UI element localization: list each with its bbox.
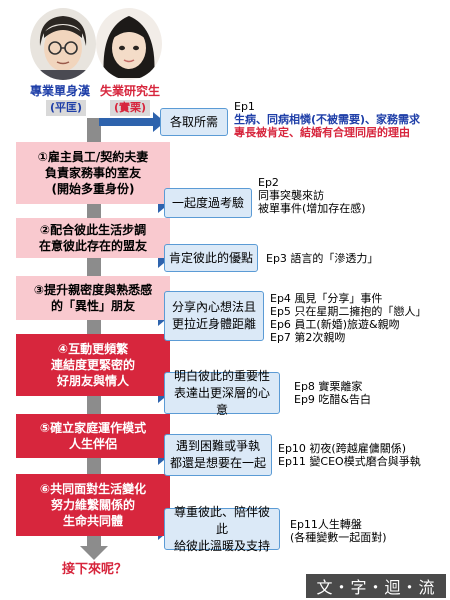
stage-3-line: ③提升親密度與熟悉感 [33,283,153,297]
action-6-line: 遇到困難或爭執 [175,439,260,453]
spine-segment [87,458,101,474]
action-box-7: 尊重彼此、陪伴彼此 給彼此溫暖及支持 [164,505,280,553]
stage-3-line: 的「異性」朋友 [50,299,135,313]
spine-segment [87,258,101,276]
action-box-6: 遇到困難或爭執 都還是想要在一起 [164,434,272,476]
action-7-line: 給彼此溫暖及支持 [173,538,270,553]
action-2-text: 一起度過考驗 [171,195,244,210]
stage-5-line: 人生伴侶 [68,437,117,451]
episode-events: 同事突襲來訪 [258,189,324,202]
stage-5-line: ⑤確立家庭運作模式 [39,421,147,435]
stage-4-box: ④互動更頻繁 連結度更緊密的 好朋友與情人 [16,334,170,396]
episode-label: Ep1 [234,100,255,113]
stage-6-line: 努力維繫關係的 [50,498,135,512]
woman-avatar [96,8,162,80]
closing-question: 接下來呢？ [62,562,128,577]
action-3-text: 肯定彼此的優點 [169,250,254,265]
man-avatar [30,8,96,80]
action-box-4: 分享內心想法且 更拉近身體距離 [164,291,264,341]
spine-segment [87,320,101,334]
episode-events: Ep11 變CEO模式磨合與爭執 [278,455,421,468]
left-role-title: 專業單身漢 [29,84,90,98]
action-box-5: 明白彼此的重要性 表達出更深層的心意 [164,369,280,417]
stage-1-line: (開始多重身份) [51,182,135,196]
stage-1-box: ①雇主員工/契約夫妻 負責家務事的室友 (開始多重身份) [16,142,170,204]
stage-4-line: ④互動更頻繁 [57,342,129,356]
action-1-text: 各取所需 [169,114,218,129]
action-7-line: 尊重彼此、陪伴彼此 [173,504,270,536]
episode-note-4: Ep4 風見「分享」事件 Ep5 只在星期二擁抱的「戀人」 Ep6 員工(新婚)… [270,292,426,344]
action-5-line: 表達出更深層的心意 [173,385,270,417]
stage-6-box: ⑥共同面對生活變化 努力維繫關係的 生命共同體 [16,474,170,536]
episode-note-5: Ep8 實栗離家 Ep9 吃醋&告白 [294,380,371,406]
episode-events: 被單事件(增加存在感) [258,202,366,215]
stage-2-line: 在意彼此存在的盟友 [38,239,147,253]
stage-2-box: ②配合彼此生活步調 在意彼此存在的盟友 [16,218,170,258]
episode-events: Ep11人生轉盤 [290,518,362,531]
right-name-tag: (實栗) [110,100,150,116]
action-box-3: 肯定彼此的優點 [164,244,258,272]
spine-segment [87,204,101,218]
action-6-line: 都還是想要在一起 [169,456,266,470]
episode-events: Ep3 語言的「滲透力」 [266,252,379,265]
episode-events: 生病、同病相憐(不被需要)、家務需求 [234,113,421,126]
action-box-1: 各取所需 [160,108,228,136]
episode-note-2: Ep2 同事突襲來訪 被單事件(增加存在感) [258,176,366,215]
stage-6-line: 生命共同體 [62,514,123,528]
episode-note-6: Ep10 初夜(跨越雇傭關係) Ep11 變CEO模式磨合與爭執 [278,442,421,468]
right-role-title: 失業研究生 [99,84,160,98]
action-box-2: 一起度過考驗 [164,188,252,218]
stage-4-line: 連結度更緊密的 [50,358,135,372]
stage-6-line: ⑥共同面對生活變化 [39,482,147,496]
stage-1-line: 負責家務事的室友 [44,166,141,180]
episode-events: Ep6 員工(新婚)旅遊&親吻 [270,318,400,331]
spine-segment [87,536,101,548]
down-arrow-icon [80,546,108,560]
episode-events: 專長被肯定、結婚有合理同居的理由 [234,126,410,139]
episode-events: Ep7 第2次親吻 [270,331,346,344]
watermark-logo: 文・字・迴・流 [306,574,446,598]
action-5-line: 明白彼此的重要性 [173,368,270,383]
action-4-line: 更拉近身體距離 [171,317,256,331]
episode-events: Ep5 只在星期二擁抱的「戀人」 [270,305,427,318]
episode-events: Ep10 初夜(跨越雇傭關係) [278,442,407,455]
episode-label: Ep2 [258,176,279,189]
episode-events: Ep8 實栗離家 [294,380,363,393]
episode-note-1: Ep1 生病、同病相憐(不被需要)、家務需求 專長被肯定、結婚有合理同居的理由 [234,100,420,139]
stage-5-box: ⑤確立家庭運作模式 人生伴侶 [16,414,170,458]
episode-events: Ep9 吃醋&告白 [294,393,372,406]
episode-note-7: Ep11人生轉盤 (各種變數一起面對) [290,518,387,544]
left-name-tag: (平匡) [46,100,86,116]
episode-events: (各種變數一起面對) [290,531,387,544]
spine-segment [87,396,101,414]
connector-arrow-icon [99,112,165,132]
stage-1-line: ①雇主員工/契約夫妻 [37,150,149,164]
stage-2-line: ②配合彼此生活步調 [39,223,147,237]
episode-note-3: Ep3 語言的「滲透力」 [266,252,378,265]
episode-events: Ep4 風見「分享」事件 [270,292,383,305]
spine-segment [87,118,101,142]
action-4-line: 分享內心想法且 [171,300,256,314]
stage-4-line: 好朋友與情人 [56,374,129,388]
stage-3-box: ③提升親密度與熟悉感 的「異性」朋友 [16,276,170,320]
